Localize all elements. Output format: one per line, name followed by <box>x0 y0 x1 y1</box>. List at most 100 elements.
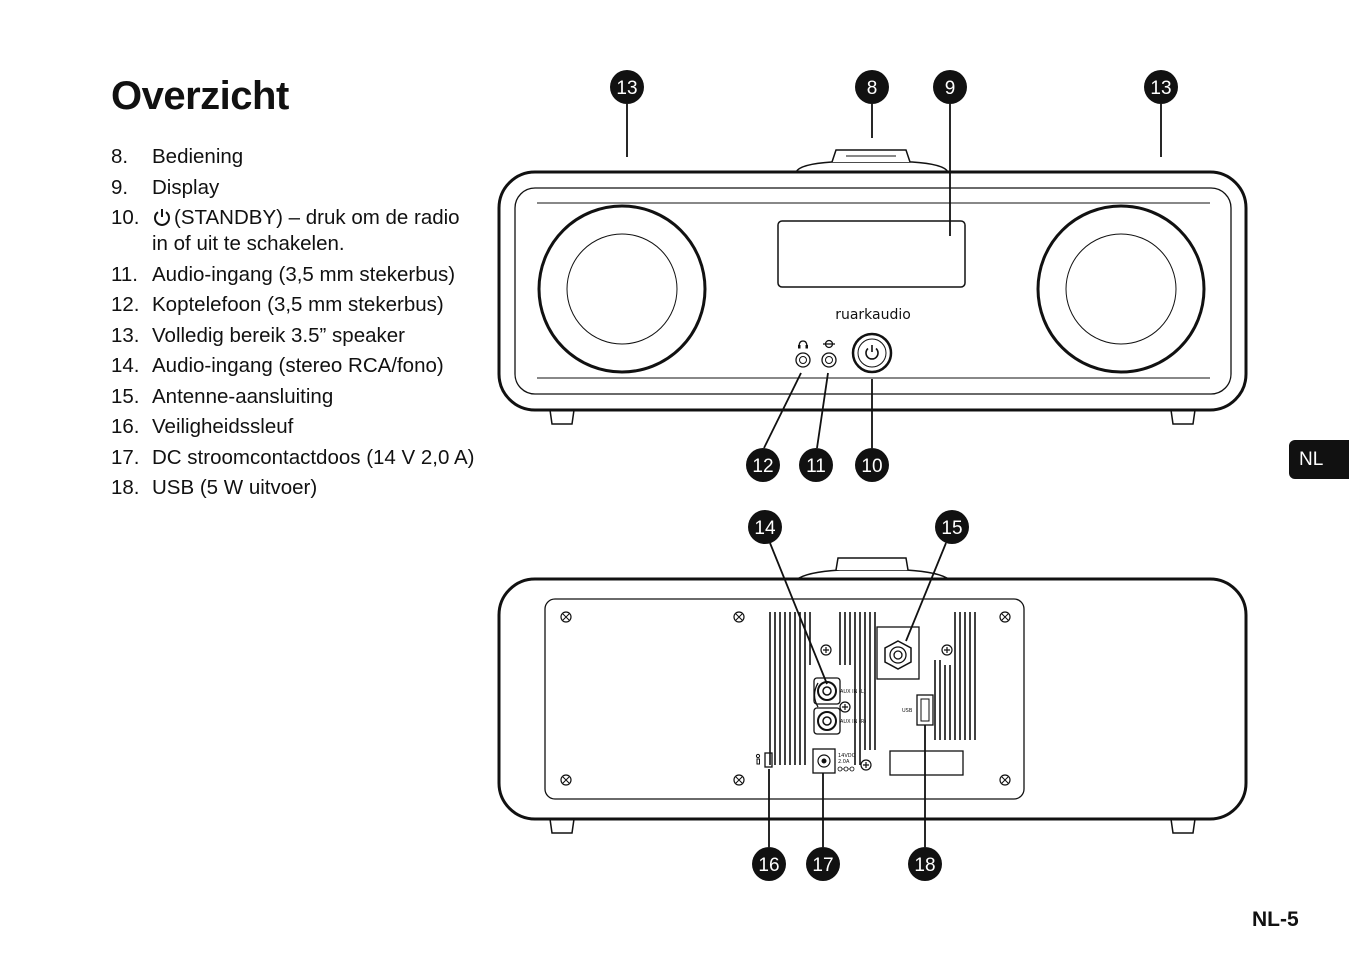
speaker-left <box>537 204 707 374</box>
screw <box>999 611 1011 623</box>
usb-label: USB <box>902 708 913 714</box>
legend-text: (STANDBY) – druk om de radio in of uit t… <box>152 206 460 255</box>
callout-8: 8 <box>855 70 889 104</box>
antenna-connector <box>876 626 920 680</box>
legend-text: Volledig bereik 3.5” speaker <box>152 323 405 347</box>
callout-17: 17 <box>806 847 840 881</box>
legend-number: 15. <box>111 384 140 408</box>
page-title: Overzicht <box>111 74 289 118</box>
legend-item: 10. (STANDBY) – druk om de radio in of ui… <box>111 205 481 257</box>
page-number: NL-5 <box>1252 908 1299 931</box>
callout-18: 18 <box>908 847 942 881</box>
aux-l-label: AUX IN (L) <box>840 689 866 695</box>
screw <box>820 644 832 656</box>
legend-text: Display <box>152 175 220 199</box>
svg-text:17: 17 <box>812 855 833 876</box>
dc-label-2: 2.0A <box>838 759 850 765</box>
rear-control-knob <box>793 557 953 581</box>
legend-number: 8. <box>111 145 129 168</box>
callout-12: 12 <box>746 448 780 482</box>
legend-text: Audio-ingang (stereo RCA/fono) <box>152 354 444 377</box>
callout-10: 10 <box>855 448 889 482</box>
screw <box>560 611 572 623</box>
front-panel <box>514 187 1232 395</box>
front-leader-lines <box>626 104 1162 449</box>
legend-number: 14. <box>111 354 140 377</box>
speaker-right <box>1036 204 1206 374</box>
usb-port <box>916 694 934 726</box>
rear-plate <box>544 598 1025 800</box>
legend-number: 10. <box>111 206 140 229</box>
callout-15: 15 <box>935 510 969 544</box>
svg-text:9: 9 <box>945 78 956 99</box>
front-view <box>497 149 1248 425</box>
legend-number: 12. <box>111 293 140 316</box>
dc-label-1: 14VDC <box>838 753 856 759</box>
aux-in-icon <box>823 339 835 349</box>
foot <box>1170 409 1196 425</box>
legend-text: Bediening <box>152 145 244 168</box>
rca-jack-left <box>813 677 841 705</box>
legend-number: 9. <box>111 175 129 199</box>
rca-jack-right <box>813 707 841 735</box>
screw <box>733 611 745 623</box>
legend-item: 14. Audio-ingang (stereo RCA/fono) <box>111 353 481 379</box>
callout-11: 11 <box>799 448 833 482</box>
svg-text:12: 12 <box>752 456 773 477</box>
power-icon <box>154 209 170 226</box>
legend-list: 8. Bediening 9. Display 10. (STANDBY) – dru… <box>111 144 481 506</box>
vent-grille <box>769 612 976 765</box>
headphone-jack <box>795 352 811 368</box>
svg-text:8: 8 <box>867 78 878 99</box>
foot <box>549 409 575 425</box>
control-knob <box>794 149 950 173</box>
screw <box>860 759 872 771</box>
legend-text: USB (5 W uitvoer) <box>152 476 318 499</box>
callout-9: 9 <box>933 70 967 104</box>
screw <box>839 701 851 713</box>
standby-button <box>851 332 893 374</box>
svg-text:15: 15 <box>941 518 962 539</box>
legend-text: Audio-ingang (3,5 mm stekerbus) <box>152 262 456 286</box>
security-slot <box>755 752 773 768</box>
legend-item: 15.Antenne-aansluiting <box>111 384 481 410</box>
legend-number: 13. <box>111 323 140 347</box>
legend-number: 17. <box>111 445 140 469</box>
aux-r-label: AUX IN (R) <box>840 719 866 725</box>
callout-14: 14 <box>748 510 782 544</box>
legend-item: 9. Display <box>111 175 481 201</box>
legend-item: 17. DC stroomcontactdoos (14 V 2,0 A) <box>111 445 481 471</box>
brand-logo: ruarkaudio <box>835 307 911 323</box>
screw <box>941 644 953 656</box>
legend-item: 13. Volledig bereik 3.5” speaker <box>111 323 481 349</box>
svg-text:13: 13 <box>616 78 637 99</box>
svg-text:10: 10 <box>861 456 882 477</box>
svg-text:11: 11 <box>806 456 826 477</box>
aux-in-jack <box>821 352 837 368</box>
screw <box>999 774 1011 786</box>
headphone-icon <box>798 340 808 349</box>
screw <box>560 774 572 786</box>
legend-item: 16. Veiligheidssleuf <box>111 414 481 440</box>
legend-number: 16. <box>111 415 140 438</box>
legend-text: Koptelefoon (3,5 mm stekerbus) <box>152 293 444 316</box>
polarity-icon <box>837 766 855 772</box>
legend-number: 11. <box>111 262 138 286</box>
display-window <box>777 220 966 288</box>
legend-text: Veiligheidssleuf <box>152 415 294 438</box>
svg-text:16: 16 <box>758 855 779 876</box>
language-tab: NL <box>1289 440 1349 479</box>
svg-text:18: 18 <box>914 855 935 876</box>
callout-13-left: 13 <box>610 70 644 104</box>
legend-text: DC stroomcontactdoos (14 V 2,0 A) <box>152 445 475 469</box>
callout-13-right: 13 <box>1144 70 1178 104</box>
legend-number: 18. <box>111 476 140 499</box>
svg-text:13: 13 <box>1150 78 1171 99</box>
rear-view <box>497 557 1248 834</box>
label-plate <box>889 750 964 776</box>
foot <box>549 818 575 834</box>
rear-leader-lines <box>768 542 947 847</box>
callout-16: 16 <box>752 847 786 881</box>
legend-item: 18. USB (5 W uitvoer) <box>111 475 481 501</box>
